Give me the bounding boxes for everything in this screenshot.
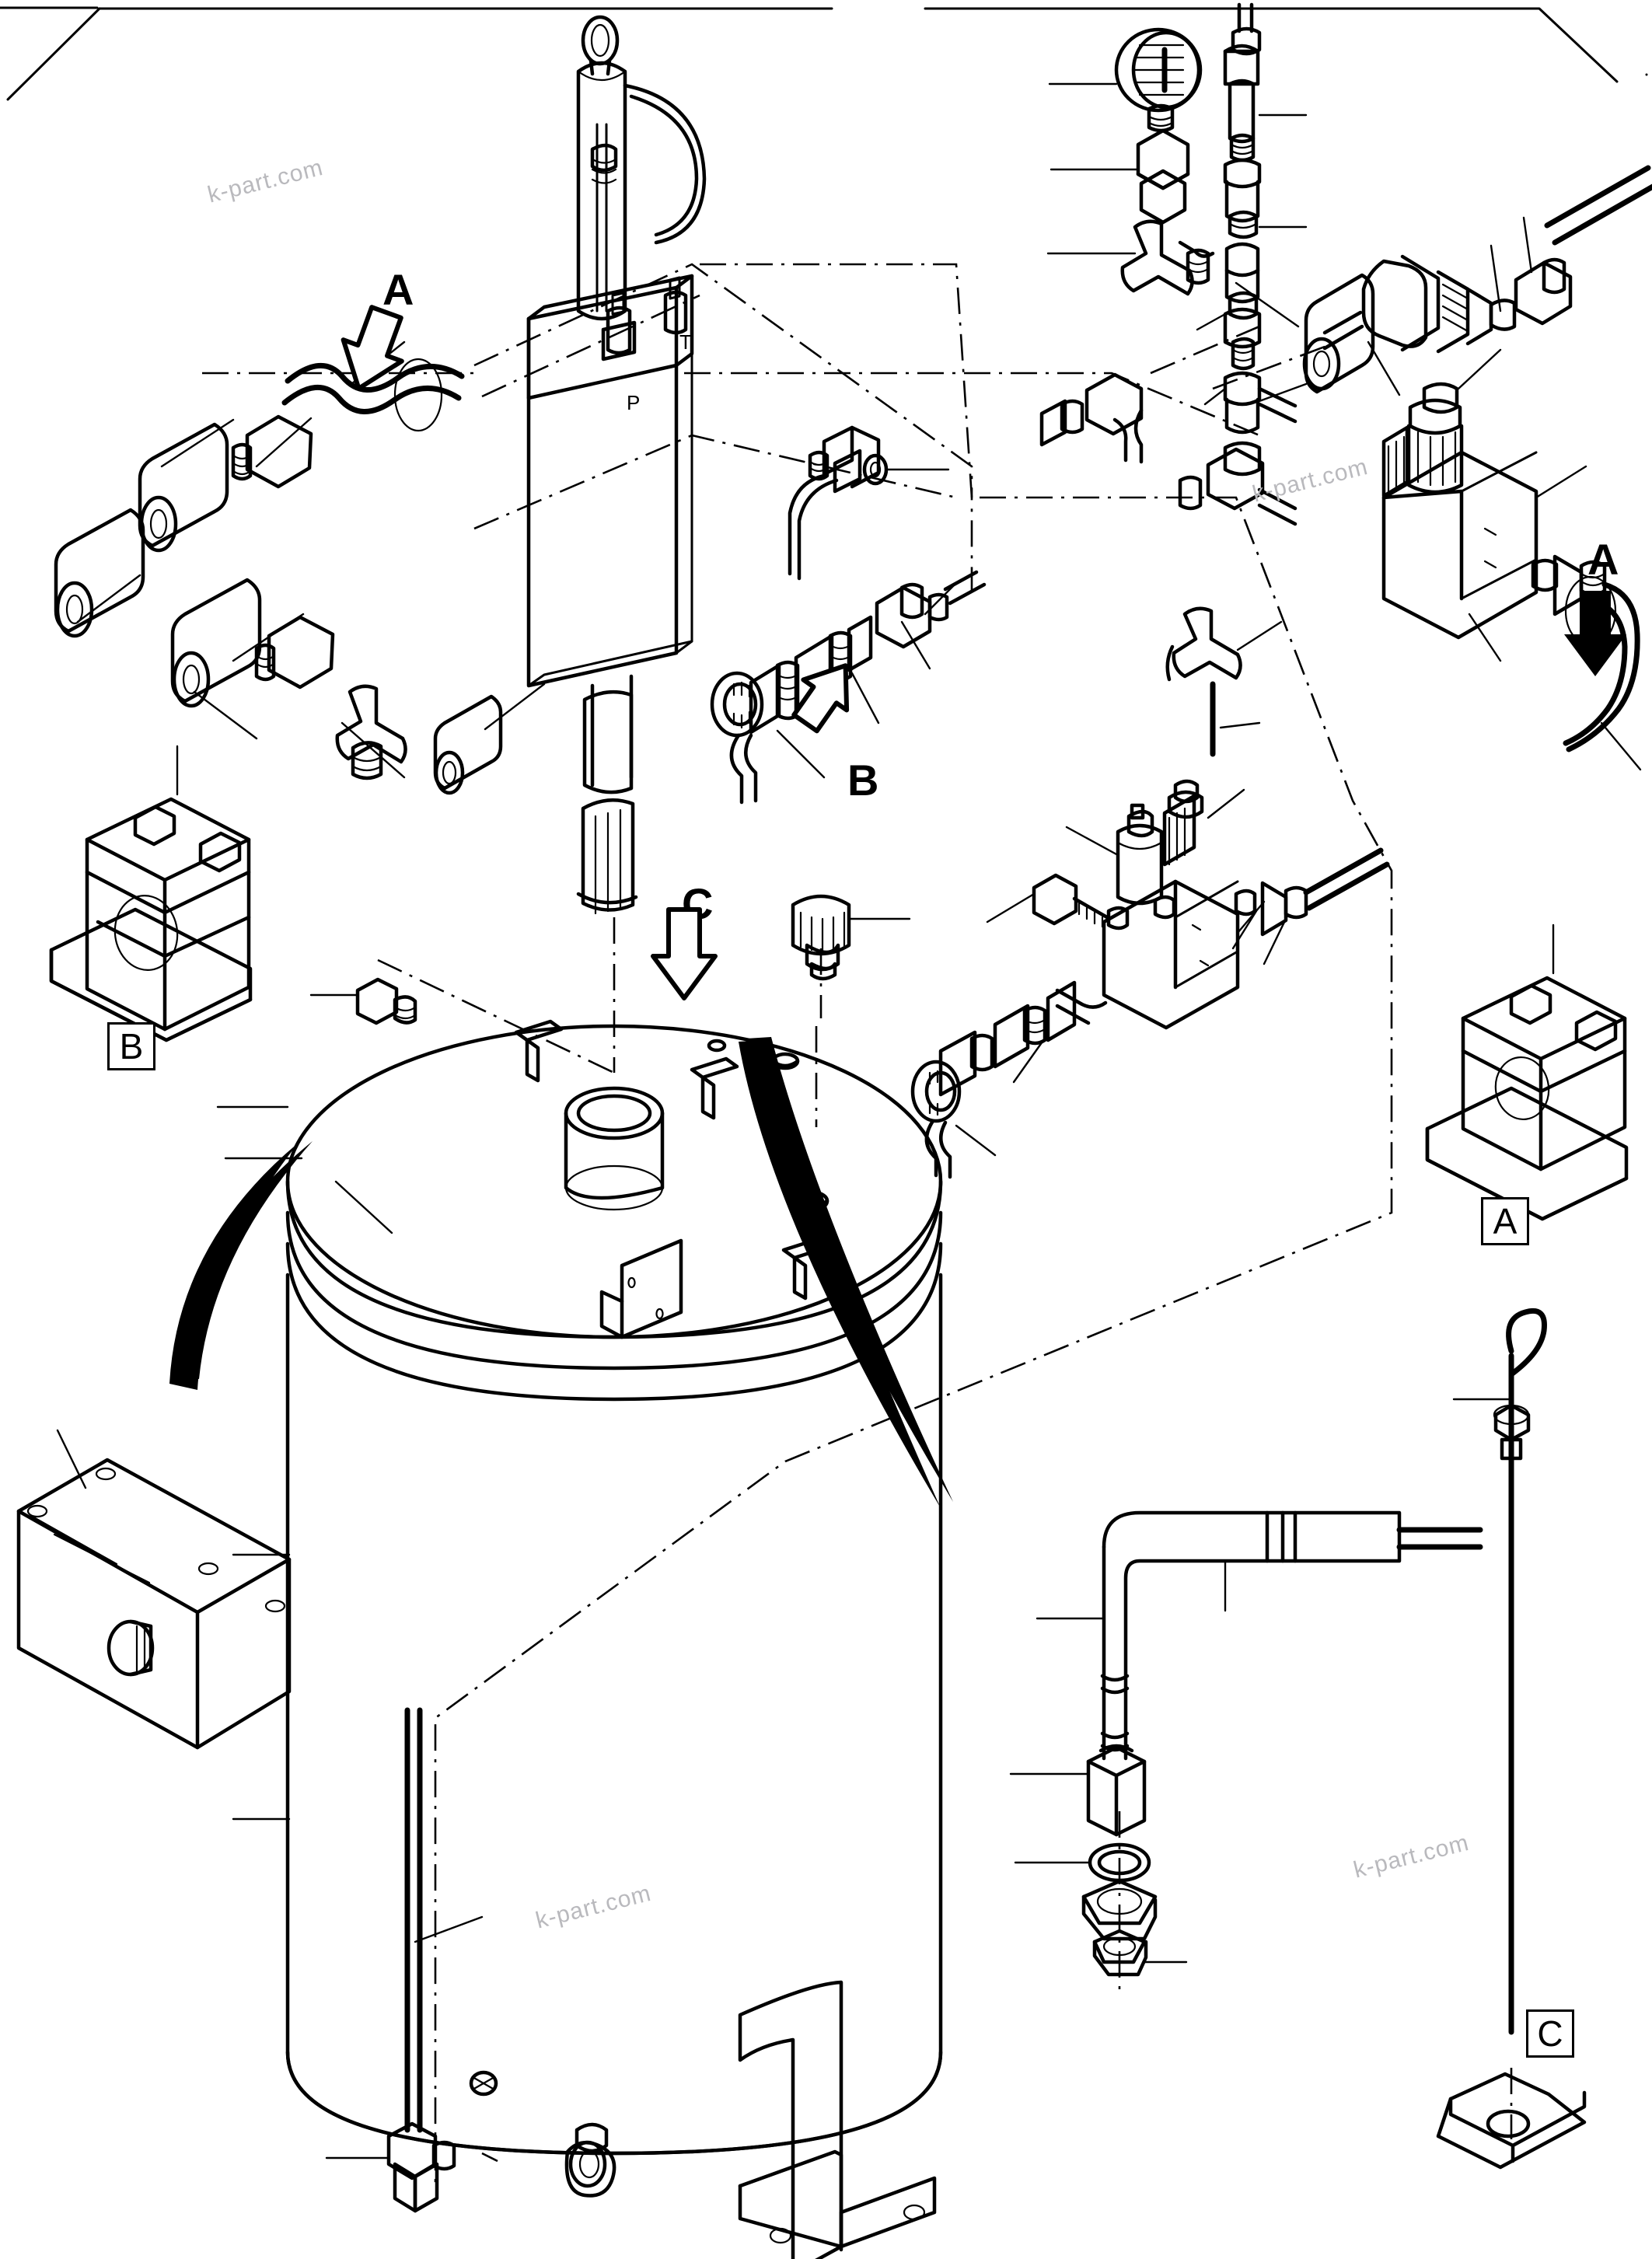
solenoid-valve-lower: [910, 779, 1390, 1179]
port-label-t: T: [679, 330, 692, 354]
pipe-clamp-b: [49, 745, 253, 1042]
pressure-gauge-group: [1039, 2, 1308, 526]
port-label-p: P: [627, 391, 641, 414]
section-box-c: C: [1526, 2009, 1574, 2058]
section-marker-letter-a-top: A: [382, 265, 414, 314]
small-control-valve: [788, 425, 950, 581]
pump-motor-assembly: [526, 15, 707, 915]
section-box-b: B: [107, 1022, 155, 1070]
junction-box: [16, 1429, 292, 1750]
sheet-frame: [0, 6, 1648, 101]
quick-coupler-line: [1235, 165, 1652, 396]
section-marker-letter-b-mid: B: [847, 756, 879, 805]
hose-fittings-left: [54, 340, 546, 795]
dipstick-rod: [1436, 1308, 1587, 2170]
pipe-clamp-a: [1425, 924, 1629, 1221]
reservoir-tank: [169, 894, 953, 2259]
section-box-a: A: [1481, 1197, 1529, 1245]
section-marker-letter-a-right: A: [1587, 535, 1619, 584]
elbow-pipe-fitting: [1009, 1510, 1483, 1990]
section-marker-letter-c-tank: C: [682, 879, 714, 928]
mid-right-elbow: [1165, 606, 1283, 757]
assembly-centerlines: [202, 263, 1393, 2184]
